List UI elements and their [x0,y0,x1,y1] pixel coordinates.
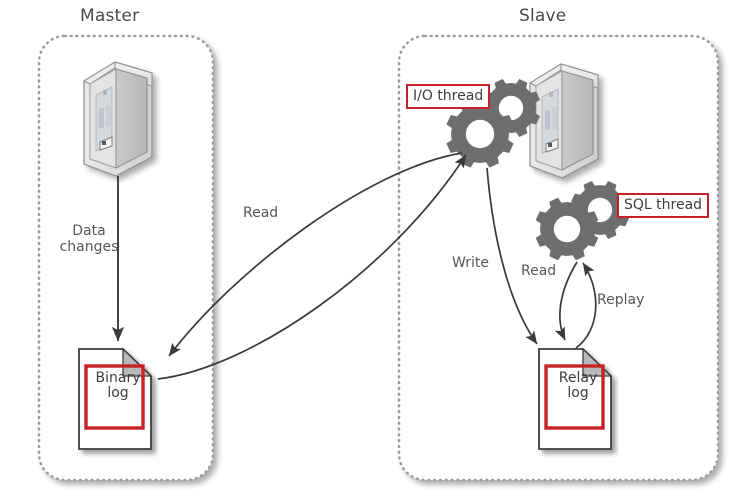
binary-log-label-line1: Binary [95,370,141,386]
edge-replay [575,262,597,349]
io-thread-gears-icon [446,79,540,168]
binary-log-label-line2: log [107,385,129,402]
edge-fetch-binlog [157,154,467,380]
sql-thread-gears-icon [535,181,629,261]
sql-thread-label: SQL thread [617,193,710,218]
edge-label-data-changes-line1: Data [72,223,106,239]
binary-log-document-icon [78,347,153,450]
edge-label-replay: Replay [597,292,645,308]
master-server-icon [82,61,153,177]
edge-read-binlog [168,152,463,357]
relay-log-document-icon [538,347,613,450]
edge-read-relay [554,261,578,341]
edge-label-data-changes-line2: changes [59,238,119,255]
edge-label-read-relay: Read [521,263,557,279]
edge-label-data-changes: Data changes [58,223,120,255]
zone-title-master: Master [80,6,140,26]
relay-log-label: Relay log [548,370,608,402]
relay-log-label-line1: Relay [558,370,598,386]
relay-log-label-line2: log [567,385,589,402]
edge-write-relay [486,167,538,345]
zone-title-slave: Slave [519,6,567,26]
edge-label-write-relay: Write [452,255,489,271]
io-thread-label: I/O thread [406,84,491,109]
edge-label-read-binlog: Read [243,205,279,221]
slave-server-icon [528,63,599,179]
binary-log-label: Binary log [88,370,148,402]
